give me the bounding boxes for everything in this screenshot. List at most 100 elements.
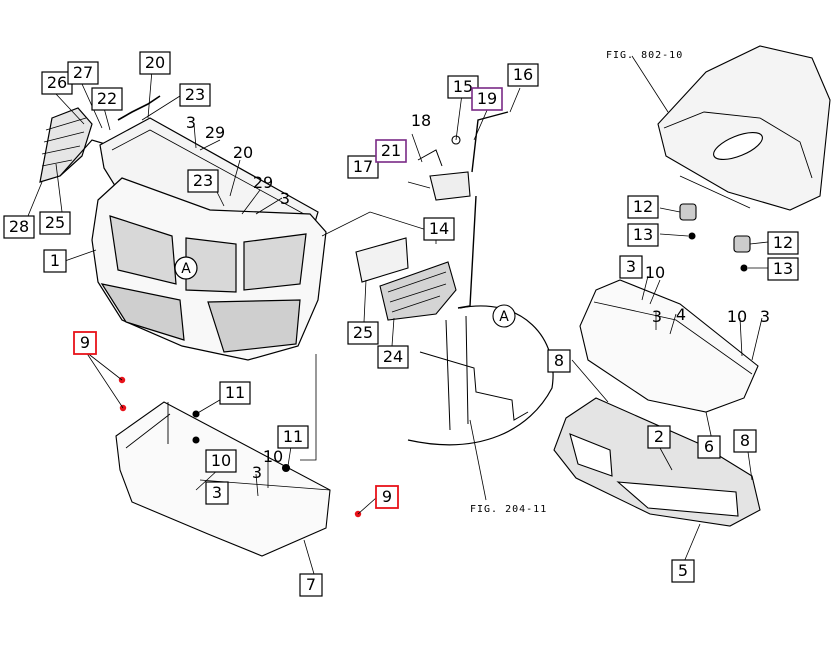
- callout-c22: 22: [91, 87, 123, 111]
- callout-c3b: 3: [280, 189, 290, 208]
- callout-c20a: 20: [139, 51, 171, 75]
- grille-left-opening: [109, 215, 177, 285]
- bumper-cover-edge: [593, 301, 753, 375]
- callout-c29a: 29: [205, 123, 225, 142]
- callout-box: [671, 559, 695, 583]
- callout-number: 14: [429, 219, 449, 238]
- detail-a-circle-left: [174, 256, 198, 280]
- detail-a-circle-center: [492, 304, 516, 328]
- callout-number: 22: [97, 89, 117, 108]
- callout-number: 1: [50, 251, 60, 270]
- callout-number: 11: [225, 383, 245, 402]
- callout-number: 26: [47, 73, 67, 92]
- callout-c28: 28: [3, 215, 35, 239]
- callout-number: 10: [727, 307, 747, 326]
- skirt-panel: [115, 401, 331, 557]
- callout-box: [205, 481, 229, 505]
- spring-18: [417, 149, 443, 167]
- leader-9a: [85, 351, 124, 409]
- callout-c25a: 25: [39, 211, 71, 235]
- callout-box: [733, 429, 757, 453]
- callout-number: 12: [633, 197, 653, 216]
- callout-number: 10: [211, 451, 231, 470]
- callout-c12b: 12: [767, 231, 799, 255]
- callout-number: 3: [760, 307, 770, 326]
- bolt-lower-left: [192, 436, 200, 444]
- callout-c10d: 10: [727, 307, 747, 326]
- callout-c4: 4: [676, 305, 686, 324]
- callout-c8a: 8: [547, 349, 571, 373]
- leader-fig-204: [469, 419, 487, 501]
- latch-bracket-14: [429, 171, 471, 201]
- callout-number: 9: [80, 333, 90, 352]
- callout-box: [139, 51, 171, 75]
- callout-c10b: 10: [263, 447, 283, 466]
- callout-c11a: 11: [219, 381, 251, 405]
- callout-number: 29: [253, 173, 273, 192]
- callout-number: 3: [252, 463, 262, 482]
- callout-number: 2: [654, 427, 664, 446]
- side-cover-25: [355, 237, 409, 283]
- callout-number: 9: [382, 487, 392, 506]
- callout-c15: 15: [447, 75, 479, 99]
- detail-a-label-left: A: [181, 261, 191, 277]
- leaders-25-24: [363, 279, 395, 347]
- callout-number: 11: [283, 427, 303, 446]
- hood-shell: [657, 45, 831, 211]
- callout-box: [377, 345, 409, 369]
- callout-number: 20: [145, 53, 165, 72]
- lower-skirt: [115, 401, 331, 557]
- callout-c9a: 9: [73, 331, 97, 355]
- callout-number: 3: [652, 307, 662, 326]
- leaders-3-10-4: [641, 275, 763, 361]
- leader-7: [303, 539, 315, 575]
- callout-number: 3: [212, 483, 222, 502]
- frame-opening-left: [569, 433, 613, 477]
- callout-c8b: 8: [733, 429, 757, 453]
- callout-box: [423, 217, 455, 241]
- callout-c3a: 3: [186, 113, 196, 132]
- detail-a-bracket: [419, 315, 529, 431]
- leaders-5-2: [659, 447, 701, 563]
- callout-number: 23: [185, 85, 205, 104]
- grille-assembly: [39, 95, 327, 361]
- callout-number: 20: [233, 143, 253, 162]
- callout-box: [43, 249, 67, 273]
- leader-20-23-3: [141, 69, 197, 149]
- leader-6: [705, 411, 713, 441]
- nut-15: [451, 135, 461, 145]
- leader-skirt-bracket: [300, 354, 317, 461]
- callout-c3f: 3: [652, 307, 662, 326]
- detail-a-label-center: A: [499, 309, 509, 325]
- leader-1: [61, 249, 97, 263]
- callout-c3d: 3: [252, 463, 262, 482]
- callout-box: [767, 231, 799, 255]
- callout-number: 12: [773, 233, 793, 252]
- callout-c23a: 23: [179, 83, 211, 107]
- callout-number: 25: [45, 213, 65, 232]
- left-louver-slats: [41, 117, 87, 167]
- callout-c7: 7: [299, 573, 323, 597]
- callout-c24: 24: [377, 345, 409, 369]
- upper-bezel-edge: [111, 129, 305, 215]
- callout-box: [697, 435, 721, 459]
- center-parts: [355, 87, 554, 501]
- leader-9b: [357, 497, 377, 515]
- leaders-8: [571, 359, 753, 481]
- callout-number: 4: [676, 305, 686, 324]
- callout-box: [375, 485, 399, 509]
- callout-c23b: 23: [187, 169, 219, 193]
- latch-leaders: [407, 87, 521, 189]
- rubber-mount-12b: [733, 235, 751, 253]
- callout-number: 18: [411, 111, 431, 130]
- callout-number: 21: [381, 141, 401, 160]
- callout-number: 3: [626, 257, 636, 276]
- callout-c10a: 10: [205, 449, 237, 473]
- hood-edge-line: [663, 111, 813, 179]
- callout-box: [347, 155, 379, 179]
- callout-number: 23: [193, 171, 213, 190]
- screw-13a: [688, 232, 696, 240]
- callout-number: 17: [353, 157, 373, 176]
- grille-lower-right: [207, 299, 301, 353]
- leader-28: [27, 181, 43, 217]
